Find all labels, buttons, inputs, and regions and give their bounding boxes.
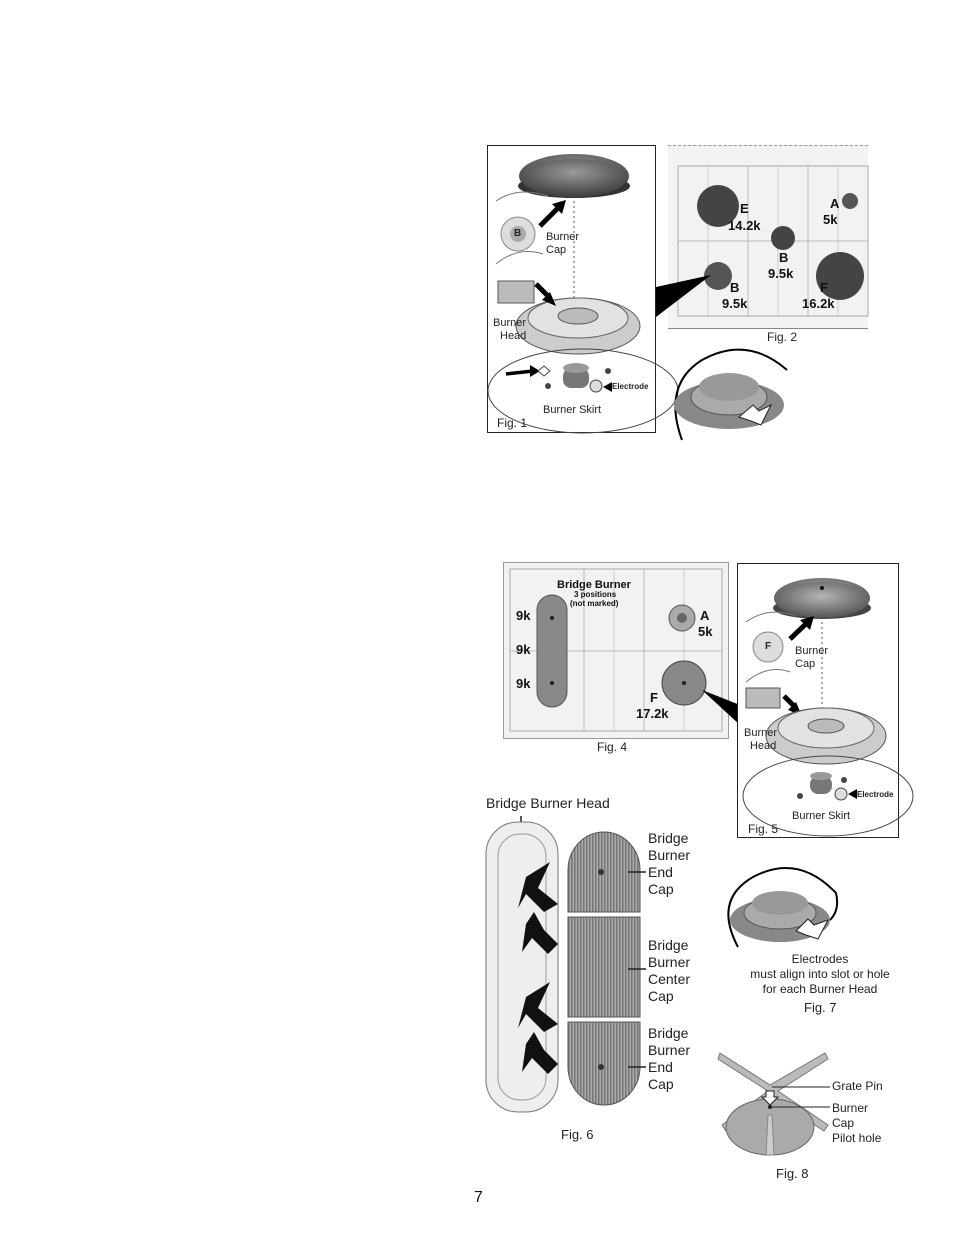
fig6-end-cap-bottom-line-3: End <box>648 1059 673 1075</box>
fig6-center-cap-line-3: Center <box>648 971 691 987</box>
fig5-badge-letter: F <box>765 641 772 652</box>
fig5-panel: F Burner Cap Burner Head Electrode Burne… <box>737 563 914 838</box>
fig5-pointer-wedge <box>702 690 740 725</box>
fig2-pointer-wedge <box>656 275 711 317</box>
fig5-head-label-1: Burner <box>744 727 778 739</box>
fig5-illustration <box>742 578 914 837</box>
fig1-electrode-label: Electrode <box>612 382 649 391</box>
fig3-electrode-closeup <box>674 348 788 441</box>
fig6-center-cap-line-4: Cap <box>648 988 674 1004</box>
fig4-bridge-sub2: (not marked) <box>570 599 619 608</box>
fig2-burner-b1-rating: 9.5k <box>768 266 794 281</box>
fig6-head-label: Bridge Burner Head <box>486 795 610 811</box>
fig4-bridge-rating-3: 9k <box>516 676 531 691</box>
fig2-burner-f-letter: F <box>820 280 828 295</box>
fig1-badge-letter: B <box>514 228 522 239</box>
fig2-panel: E 14.2k A 5k B 9.5k B 9.5k F 16.2k <box>668 145 869 329</box>
fig2-burner-f-rating: 16.2k <box>802 296 835 311</box>
fig4-burner-f-rating: 17.2k <box>636 706 669 721</box>
fig1-head-label-2: Head <box>500 330 527 342</box>
fig5-cap-label-2: Cap <box>795 658 816 670</box>
fig2-burner-e-rating: 14.2k <box>728 218 761 233</box>
fig6-end-cap-top-label: Bridge Burner End Cap <box>648 830 690 898</box>
fig2-burner-e-letter: E <box>740 201 749 216</box>
fig5-electrode-label: Electrode <box>857 790 894 799</box>
fig1-panel: Burner Cap B Burner Head Electrode Burne… <box>487 145 679 434</box>
fig6-end-cap-top-line-4: Cap <box>648 881 674 897</box>
fig6-center-cap-line-1: Bridge <box>648 937 689 953</box>
fig4-bridge-title: Bridge Burner <box>557 579 631 591</box>
fig6-illustration <box>485 816 646 1113</box>
fig8-grate-pin-label: Grate Pin <box>832 1079 883 1093</box>
fig7-caption: Fig. 7 <box>804 1000 837 1015</box>
fig4-cooktop-illustration <box>509 568 723 732</box>
fig7-text-line-3: for each Burner Head <box>762 982 878 996</box>
fig6-caption: Fig. 6 <box>561 1127 594 1142</box>
fig1-cap-label-1: Burner <box>546 231 580 243</box>
fig7-text: Electrodes must align into slot or hole … <box>745 952 895 997</box>
fig4-panel: Bridge Burner 3 positions (not marked) 9… <box>503 562 729 739</box>
fig5-head-label-2: Head <box>750 740 777 752</box>
fig8-burner-cap-line-1: Burner <box>832 1101 869 1115</box>
fig2-burner-a-rating: 5k <box>823 212 838 227</box>
fig6-end-cap-bottom-line-1: Bridge <box>648 1025 689 1041</box>
fig2-burner-b2-letter: B <box>730 280 740 295</box>
fig6-end-cap-top-line-3: End <box>648 864 673 880</box>
fig7-electrode-closeup <box>727 867 839 948</box>
fig5-caption: Fig. 5 <box>748 822 779 836</box>
fig6-end-cap-bottom-line-2: Burner <box>648 1042 691 1058</box>
fig5-cap-label-1: Burner <box>795 645 829 657</box>
fig1-cap-label-2: Cap <box>546 244 567 256</box>
fig4-burner-a-letter: A <box>700 608 710 623</box>
fig4-burner-a-rating: 5k <box>698 624 713 639</box>
fig1-caption: Fig. 1 <box>497 416 528 430</box>
fig6-center-cap-label: Bridge Burner Center Cap <box>648 937 690 1005</box>
fig1-head-label-1: Burner <box>493 317 527 329</box>
fig7-text-line-1: Electrodes <box>791 952 849 966</box>
fig2-cooktop-illustration <box>677 165 869 317</box>
fig4-bridge-sub1: 3 positions <box>574 590 617 599</box>
fig1-illustration <box>487 154 679 434</box>
fig7-text-line-2: must align into slot or hole <box>750 967 890 981</box>
fig6-end-cap-top-line-1: Bridge <box>648 830 689 846</box>
fig6-end-cap-bottom-line-4: Cap <box>648 1076 674 1092</box>
fig2-burner-b1-letter: B <box>779 250 789 265</box>
page-number: 7 <box>474 1189 483 1206</box>
fig8-burner-cap-line-3: Pilot hole <box>832 1131 882 1145</box>
fig2-burner-b2-rating: 9.5k <box>722 296 748 311</box>
fig8-grate-pin-illustration <box>717 1052 830 1156</box>
fig4-bridge-rating-2: 9k <box>516 642 531 657</box>
fig2-caption: Fig. 2 <box>767 330 798 344</box>
fig1-skirt-label: Burner Skirt <box>543 404 602 416</box>
fig4-burner-f-letter: F <box>650 690 658 705</box>
fig8-burner-cap-line-2: Cap <box>832 1116 855 1130</box>
fig8-caption: Fig. 8 <box>776 1166 809 1181</box>
fig6-end-cap-top-line-2: Burner <box>648 847 691 863</box>
fig5-skirt-label: Burner Skirt <box>792 810 851 822</box>
fig6-center-cap-line-2: Burner <box>648 954 691 970</box>
fig2-burner-a-letter: A <box>830 196 840 211</box>
fig4-bridge-rating-1: 9k <box>516 608 531 623</box>
fig4-caption: Fig. 4 <box>597 740 628 754</box>
fig8-burner-cap-label: Burner Cap Pilot hole <box>832 1101 881 1146</box>
fig6-end-cap-bottom-label: Bridge Burner End Cap <box>648 1025 690 1093</box>
